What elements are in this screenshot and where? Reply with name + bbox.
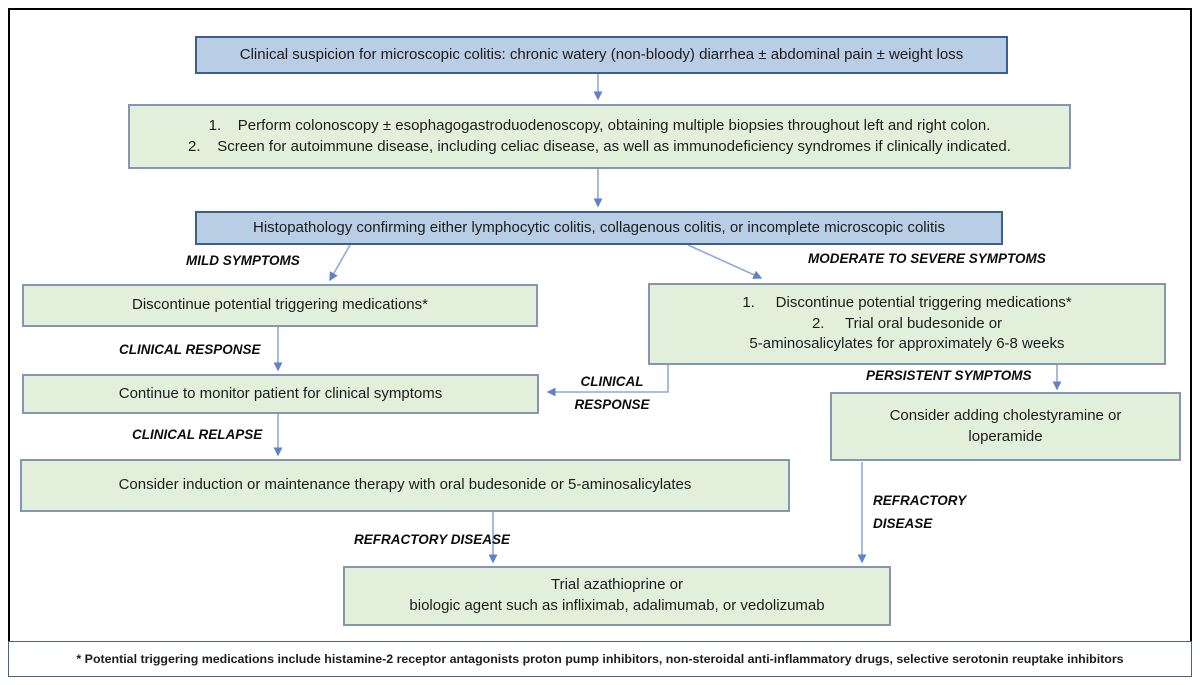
moderate-treatment-step-1: 1. Discontinue potential triggering medi… [742,293,1072,311]
box-induction-maintenance-text: Consider induction or maintenance therap… [118,476,692,494]
label-clinical-response-mid-line1: CLINICAL [580,374,644,389]
box-cholestyramine: Consider adding cholestyramine or lopera… [830,392,1181,461]
box-biologics-line1: Trial azathioprine or [550,576,683,594]
box-biologics: Trial azathioprine or biologic agent suc… [343,566,891,626]
box-discontinue-medications-text: Discontinue potential triggering medicat… [131,296,428,314]
box-clinical-suspicion: Clinical suspicion for microscopic colit… [195,36,1008,74]
box-histopathology-text: Histopathology confirming either lymphoc… [253,218,945,236]
label-clinical-relapse: CLINICAL RELAPSE [132,427,263,442]
footnote-text: * Potential triggering medications inclu… [76,652,1124,666]
box-cholestyramine-line1: Consider adding cholestyramine or [889,406,1122,424]
label-mild-symptoms: MILD SYMPTOMS [186,253,300,268]
box-cholestyramine-line2: loperamide [968,427,1043,445]
label-clinical-response-mid: CLINICAL RESPONSE [556,371,668,417]
label-moderate-severe-symptoms: MODERATE TO SEVERE SYMPTOMS [808,251,1046,266]
label-refractory-right-line1: REFRACTORY [873,493,967,508]
label-refractory-right-line2: DISEASE [873,515,933,531]
moderate-treatment-step-2b: 5-aminosalicylates for approximately 6-8… [749,335,1065,353]
box-monitor-patient-text: Continue to monitor patient for clinical… [118,384,443,402]
box-workup-steps: 1. Perform colonoscopy ± esophagogastrod… [128,104,1071,169]
box-moderate-treatment: 1. Discontinue potential triggering medi… [648,283,1166,365]
workup-step-2: 2. Screen for autoimmune disease, includ… [188,137,1011,155]
box-biologics-line2: biologic agent such as infliximab, adali… [409,597,825,614]
label-refractory-disease-right: REFRACTORY DISEASE [873,490,983,536]
label-persistent-symptoms: PERSISTENT SYMPTOMS [866,368,1032,383]
box-induction-maintenance: Consider induction or maintenance therap… [20,459,790,512]
label-clinical-response-mid-line2: RESPONSE [574,396,650,412]
footnote-bar: * Potential triggering medications inclu… [8,641,1192,677]
moderate-treatment-step-2: 2. Trial oral budesonide or [811,314,1003,332]
box-histopathology: Histopathology confirming either lymphoc… [195,211,1003,245]
label-refractory-disease-left: REFRACTORY DISEASE [354,532,511,547]
workup-step-1: 1. Perform colonoscopy ± esophagogastrod… [208,116,991,134]
box-monitor-patient: Continue to monitor patient for clinical… [22,374,539,414]
box-discontinue-medications: Discontinue potential triggering medicat… [22,284,538,327]
label-clinical-response-left: CLINICAL RESPONSE [119,342,261,357]
box-clinical-suspicion-text: Clinical suspicion for microscopic colit… [239,45,964,63]
